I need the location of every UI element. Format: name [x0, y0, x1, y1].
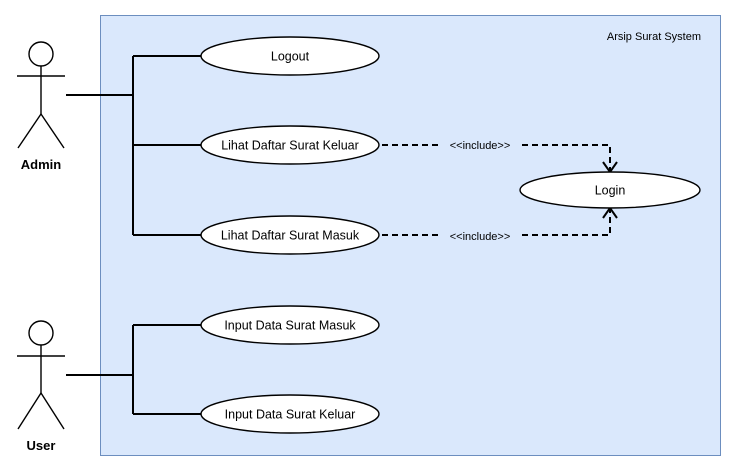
use-case-logout-label: Logout — [271, 50, 310, 64]
use-case-lihat-keluar-label: Lihat Daftar Surat Keluar — [221, 139, 359, 153]
admin-associations — [66, 55, 203, 236]
include-label-keluar: <<include>> — [450, 140, 511, 152]
actor-user-label: User — [27, 438, 56, 453]
user-associations — [66, 324, 203, 415]
use-case-lihat-masuk-label: Lihat Daftar Surat Masuk — [221, 229, 360, 243]
include-label-bg-keluar — [440, 138, 522, 152]
use-case-input-data-surat-keluar: Input Data Surat Keluar — [200, 394, 380, 434]
use-case-login-label: Login — [595, 184, 626, 198]
use-case-input-keluar-label: Input Data Surat Keluar — [225, 408, 356, 422]
use-case-input-data-surat-masuk: Input Data Surat Masuk — [200, 305, 380, 345]
use-case-lihat-daftar-surat-masuk: Lihat Daftar Surat Masuk — [200, 215, 380, 255]
use-case-input-masuk-label: Input Data Surat Masuk — [224, 319, 356, 333]
system-title: Arsip Surat System — [607, 31, 701, 43]
use-case-login: Login — [519, 171, 701, 209]
actor-admin-label: Admin — [21, 157, 62, 172]
use-case-lihat-daftar-surat-keluar: Lihat Daftar Surat Keluar — [200, 125, 380, 165]
include-label-masuk: <<include>> — [450, 231, 511, 243]
actor-admin — [17, 41, 65, 149]
include-label-bg-masuk — [440, 228, 522, 242]
use-case-logout: Logout — [200, 36, 380, 76]
actor-user — [17, 320, 65, 430]
